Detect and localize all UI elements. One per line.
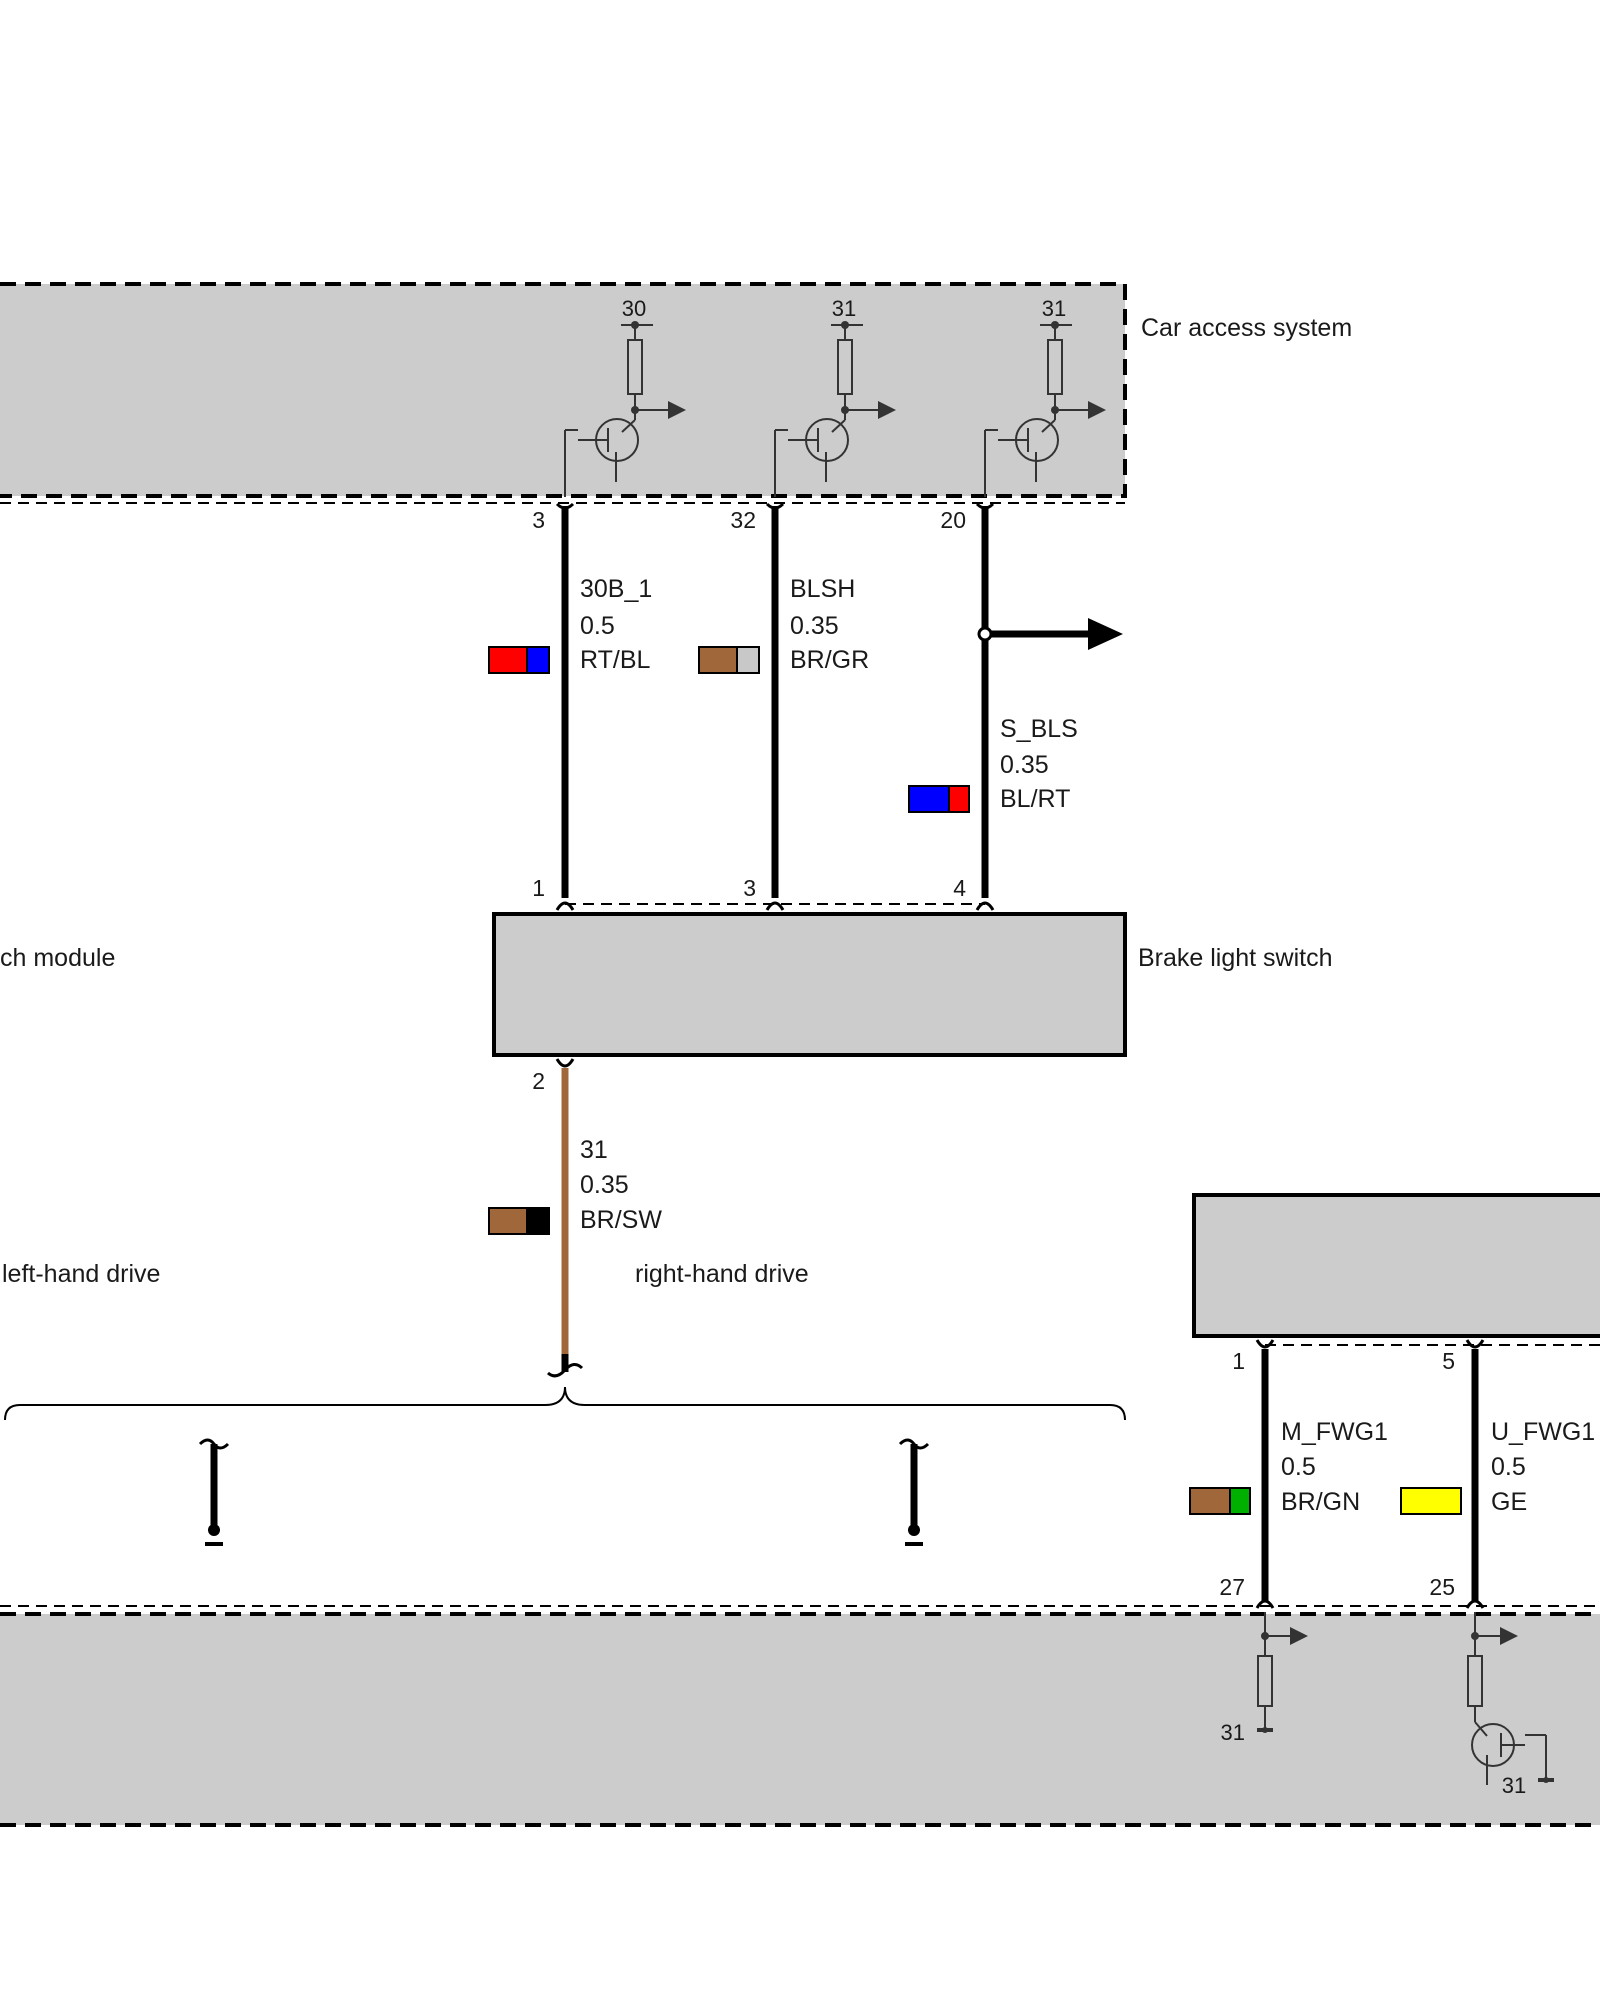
wire-S_BLS-color-code: BL/RT — [1000, 785, 1070, 813]
pin-bottom-25: 25 — [1429, 1574, 1455, 1600]
wire-U_FWG1-color-code: GE — [1491, 1488, 1527, 1516]
wire-M_FWG1-color-swatch — [1189, 1487, 1251, 1515]
supply-label-31a: 31 — [832, 296, 856, 321]
brake-light-switch-module[interactable] — [492, 901, 1127, 1057]
wire-U_FWG1-name: U_FWG1 — [1491, 1418, 1595, 1446]
s_bls-branch-arrow[interactable] — [977, 618, 1123, 650]
wire-BLSH-color-code: BR/GR — [790, 646, 869, 674]
wire-31-name: 31 — [580, 1136, 608, 1164]
brake-light-switch-label: Brake light switch — [1138, 944, 1333, 972]
wire-U_FWG1-gauge: 0.5 — [1491, 1453, 1526, 1481]
left-hand-drive-label: left-hand drive — [2, 1260, 160, 1288]
wire-M_FWG1-color-code: BR/GN — [1281, 1488, 1360, 1516]
wire-U_FWG1-color-swatch — [1400, 1487, 1462, 1515]
wire-30B_1-color-code: RT/BL — [580, 646, 650, 674]
wire-30B_1-color-swatch — [488, 646, 550, 674]
pin-bls-2: 2 — [532, 1068, 545, 1094]
supply-label-30: 30 — [622, 296, 646, 321]
car-access-system-module: Car access system — [0, 282, 1352, 504]
wire-30B_1-gauge: 0.5 — [580, 612, 615, 640]
wire-31-color-code: BR/SW — [580, 1206, 662, 1234]
cas-driver-circuit-1 — [564, 324, 670, 497]
pin-cas-32: 32 — [730, 507, 756, 533]
wire-30B_1-name: 30B_1 — [580, 575, 652, 603]
supply-label-31b: 31 — [1042, 296, 1066, 321]
pin-right-5: 5 — [1442, 1348, 1455, 1374]
wire-31-gauge: 0.35 — [580, 1171, 629, 1199]
car-access-system-label: Car access system — [1141, 314, 1352, 342]
right-hand-drive-label: right-hand drive — [635, 1260, 809, 1288]
pin-cas-20: 20 — [940, 507, 966, 533]
wire-M_FWG1-name: M_FWG1 — [1281, 1418, 1388, 1446]
wire-S_BLS-name: S_BLS — [1000, 715, 1078, 743]
wire-BLSH-name: BLSH — [790, 575, 855, 603]
wire-M_FWG1-gauge: 0.5 — [1281, 1453, 1316, 1481]
wire-31-ground[interactable] — [547, 1058, 584, 1378]
lhd-ground-stub — [198, 1438, 230, 1546]
wire-BLSH-gauge: 0.35 — [790, 612, 839, 640]
bottom-module — [0, 1599, 1600, 1827]
cas-internal-arrowheads — [631, 321, 1106, 419]
pin-bls-4: 4 — [953, 875, 966, 901]
right-component-module[interactable] — [1192, 1193, 1600, 1349]
cas-supply-labels: 30 31 31 — [622, 296, 1066, 321]
pin-cas-3: 3 — [532, 507, 545, 533]
pin-right-1: 1 — [1232, 1348, 1245, 1374]
wire-S_BLS-gauge: 0.35 — [1000, 751, 1049, 779]
rhd-ground-stub — [898, 1438, 930, 1546]
bottom-internal-dots — [1261, 1627, 1549, 1783]
pin-bottom-27: 27 — [1219, 1574, 1245, 1600]
cas-pin-hooks — [555, 502, 995, 510]
ground-label-resistor: 31 — [1221, 1720, 1245, 1745]
pin-bls-3: 3 — [743, 875, 756, 901]
variant-brace — [4, 1386, 1126, 1421]
wire-31-color-swatch — [488, 1207, 550, 1235]
clutch-module-label: ch module — [0, 944, 115, 972]
pin-bls-1: 1 — [532, 875, 545, 901]
wire-BLSH-color-swatch — [698, 646, 760, 674]
wire-S_BLS-color-swatch — [908, 785, 970, 813]
ground-label-transistor: 31 — [1502, 1773, 1526, 1798]
